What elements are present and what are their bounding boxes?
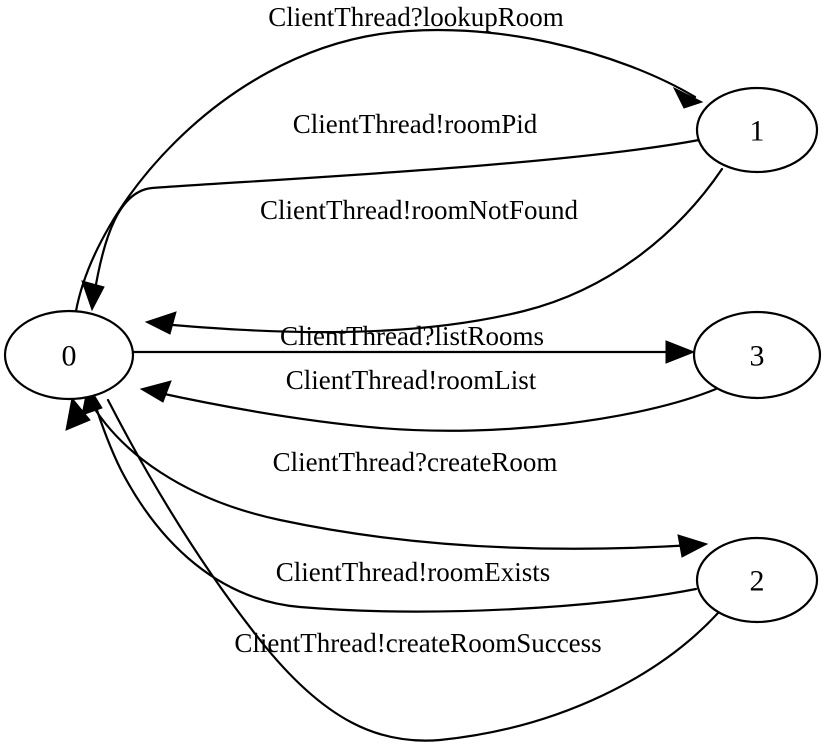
edge-path-createRoomSuccess <box>106 398 720 742</box>
state-node-3-shape <box>692 310 822 400</box>
arrowhead-createRoom <box>677 534 709 558</box>
edge-label-lookupRoom: ClientThread?lookupRoom <box>268 2 563 32</box>
state-node-0-shape <box>3 309 135 401</box>
edge-0-to-1-lookupRoom[interactable] <box>74 28 704 313</box>
state-node-2[interactable]: 2 <box>695 536 819 624</box>
state-node-0-label: 0 <box>62 340 77 373</box>
state-node-0[interactable]: 0 <box>3 309 135 401</box>
edge-path-roomExists <box>91 396 698 613</box>
edge-label-roomPid: ClientThread!roomPid <box>293 109 538 139</box>
state-node-1[interactable]: 1 <box>695 86 819 174</box>
edge-label-roomExists: ClientThread!roomExists <box>276 557 550 587</box>
edge-0-to-2-createRoom[interactable] <box>86 396 709 558</box>
edge-path-lookupRoom <box>74 28 697 313</box>
edge-2-to-0-createRoomSuccess[interactable] <box>65 396 720 742</box>
arrowhead-roomNotFound <box>144 311 177 335</box>
arrowhead-roomPid <box>81 280 105 312</box>
edge-1-to-0-roomNotFound[interactable] <box>144 167 724 335</box>
state-node-1-shape <box>695 86 819 174</box>
arrowhead-roomList <box>139 380 172 403</box>
edge-3-to-0-roomList[interactable] <box>139 380 718 432</box>
state-node-1-label: 1 <box>750 115 765 148</box>
arrowhead-lookupRoom <box>672 86 704 109</box>
edge-label-roomList: ClientThread!roomList <box>286 365 537 395</box>
state-node-3-label: 3 <box>750 340 765 373</box>
edge-label-roomNotFound: ClientThread!roomNotFound <box>260 195 578 225</box>
edge-label-createRoom: ClientThread?createRoom <box>273 447 558 477</box>
edge-1-to-0-roomPid[interactable] <box>81 138 701 312</box>
edge-path-roomNotFound <box>158 167 724 334</box>
arrowhead-listRooms <box>665 340 696 364</box>
edge-label-listRooms: ClientThread?listRooms <box>280 321 544 351</box>
edge-label-createRoomSuccess: ClientThread!createRoomSuccess <box>234 628 601 658</box>
edge-path-roomPid <box>92 138 701 298</box>
state-node-2-shape <box>695 536 819 624</box>
edge-0-to-3-listRooms[interactable] <box>131 340 696 364</box>
state-node-3[interactable]: 3 <box>692 310 822 400</box>
state-node-2-label: 2 <box>750 565 765 598</box>
edge-path-roomList <box>153 387 718 432</box>
arrowhead-createRoomSuccess <box>65 396 91 431</box>
